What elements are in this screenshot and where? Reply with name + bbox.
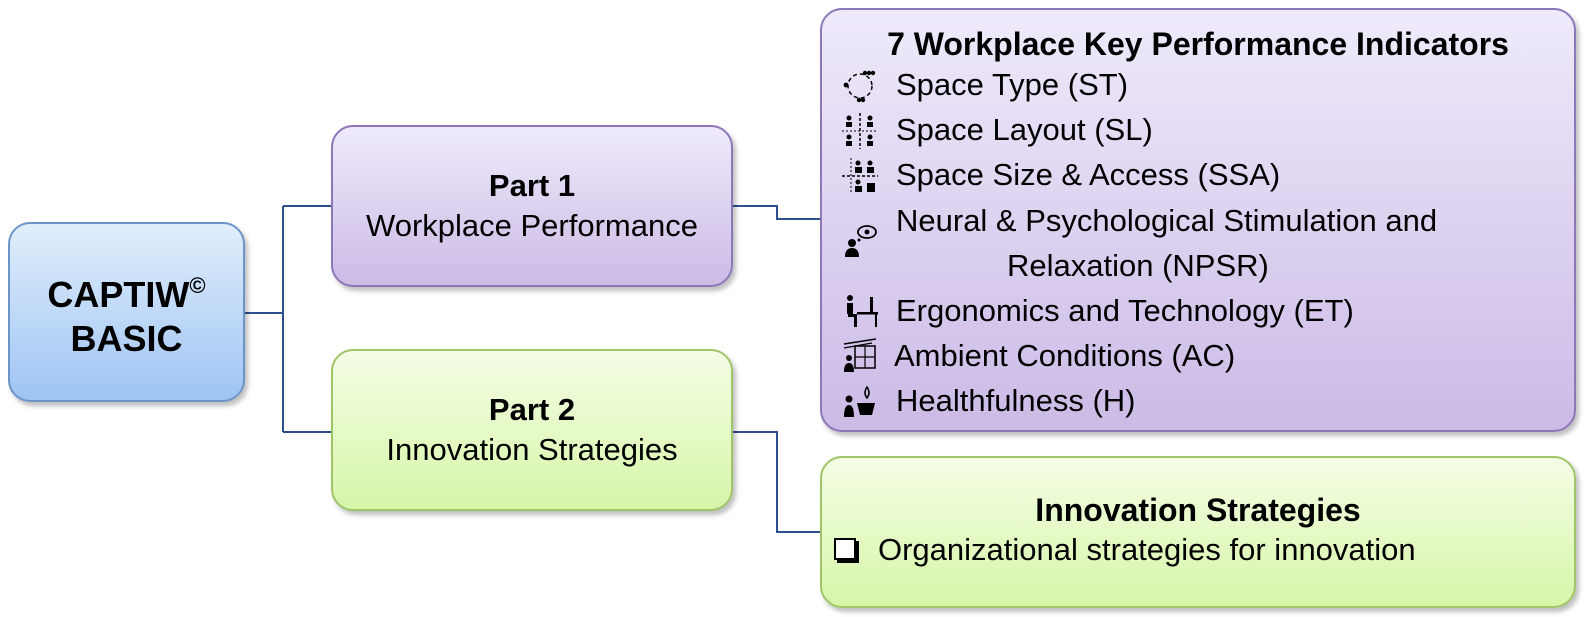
- part1-heading: Part 1: [488, 168, 576, 203]
- part1-node: Part 1 Workplace Performance: [331, 125, 733, 287]
- kpi-item-healthfulness: Healthfulness (H): [896, 383, 1136, 418]
- innovation-item-organizational: Organizational strategies for innovation: [878, 532, 1416, 567]
- checkbox-icon: [834, 538, 856, 560]
- kpi-item-space-size-access: Space Size & Access (SSA): [896, 157, 1281, 192]
- kpi-item-ambient-conditions: Ambient Conditions (AC): [894, 338, 1236, 373]
- root-node-captiw-basic: CAPTIW© BASIC: [8, 222, 245, 402]
- kpi-title: 7 Workplace Key Performance Indicators: [887, 26, 1509, 62]
- kpi-item-ergonomics-technology: Ergonomics and Technology (ET): [896, 293, 1354, 328]
- kpi-item-space-type: Space Type (ST): [896, 67, 1129, 102]
- desk-layout-icon: [842, 113, 878, 149]
- kpi-item-space-layout: Space Layout (SL): [896, 112, 1153, 147]
- healthfulness-icon: [844, 385, 875, 417]
- thought-bubble-icon: [845, 225, 877, 257]
- group-circle-icon: [843, 70, 876, 103]
- ergonomic-desk-icon: [847, 295, 878, 327]
- ambient-window-icon: [843, 338, 877, 372]
- kpi-item-npsr-line2: Relaxation (NPSR): [1007, 248, 1269, 283]
- kpi-item-npsr: Neural & Psychological Stimulation and: [896, 203, 1438, 238]
- part1-subtitle: Workplace Performance: [366, 208, 698, 243]
- kpi-list-box: 7 Workplace Key Performance Indicators S…: [820, 8, 1576, 432]
- part2-subtitle: Innovation Strategies: [386, 432, 678, 467]
- innovation-strategies-box: Innovation Strategies Organizational str…: [820, 456, 1576, 608]
- root-subtitle: BASIC: [70, 317, 183, 359]
- root-title: CAPTIW©: [47, 272, 206, 315]
- space-size-icon: [842, 158, 878, 194]
- part2-heading: Part 2: [488, 392, 576, 427]
- part2-node: Part 2 Innovation Strategies: [331, 349, 733, 511]
- innovation-title: Innovation Strategies: [1035, 492, 1361, 528]
